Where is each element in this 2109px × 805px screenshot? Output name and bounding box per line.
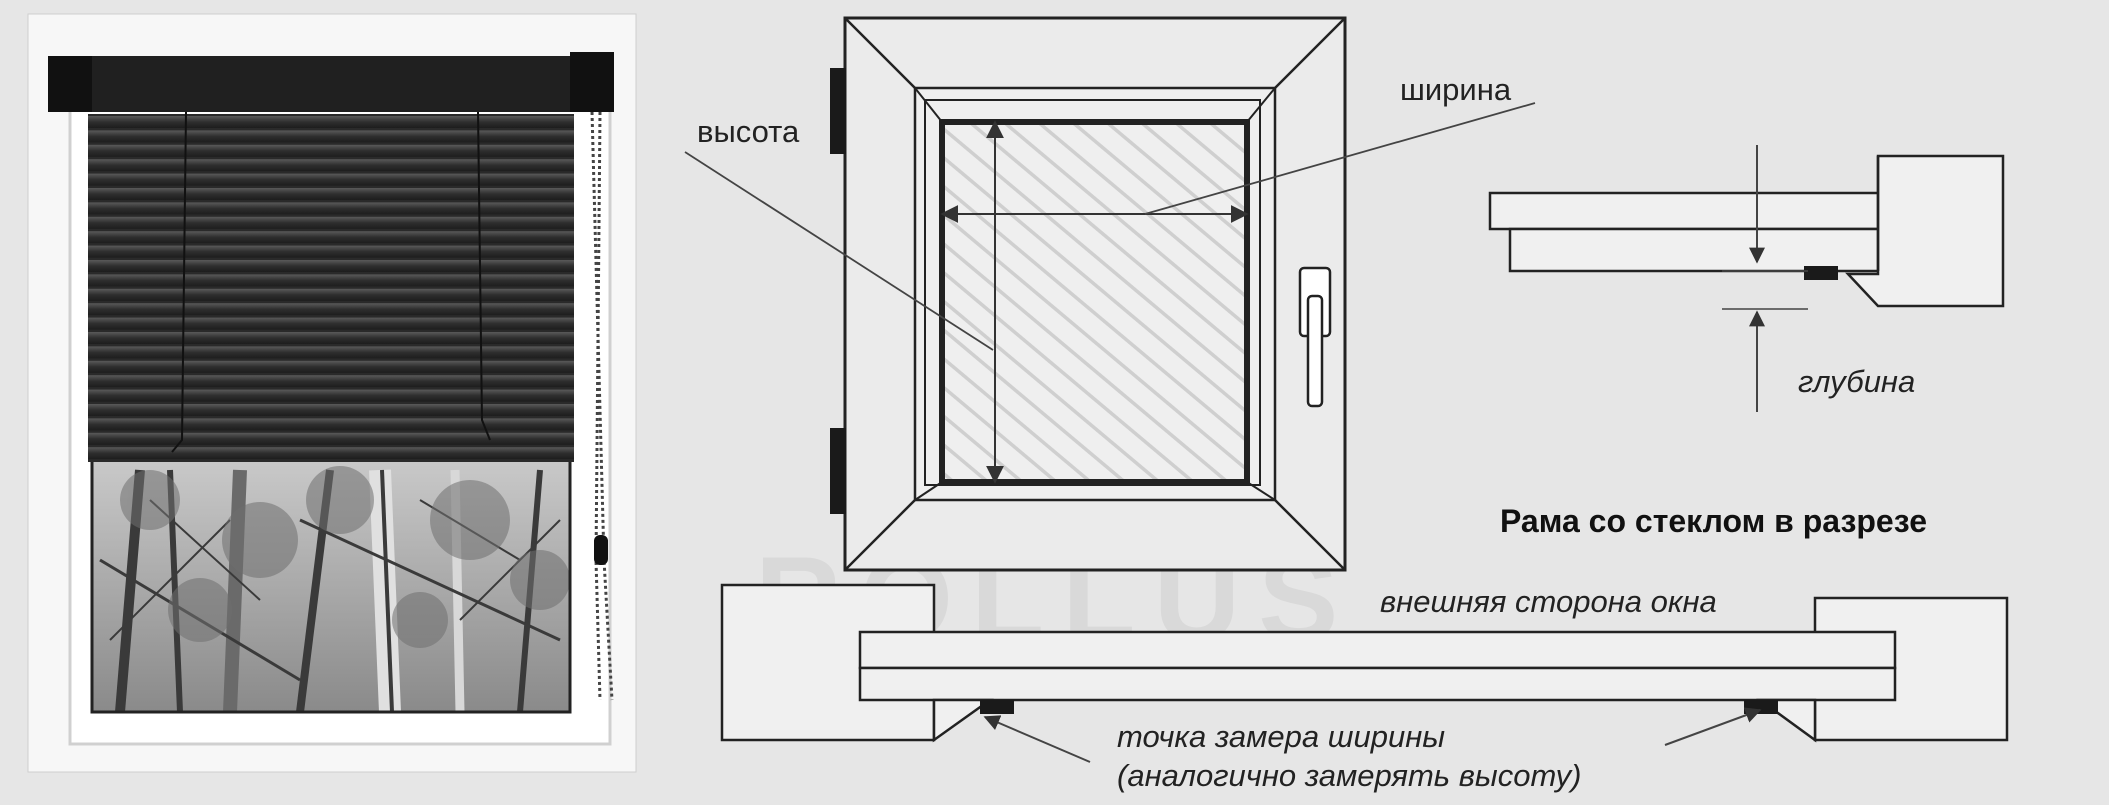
blind-slat <box>88 447 574 460</box>
blind-slat <box>88 317 574 330</box>
blind-slat <box>88 260 574 272</box>
section-title: Рама со стеклом в разрезе <box>1500 503 1927 539</box>
blind-slat <box>88 274 574 287</box>
blind-slat <box>88 188 574 200</box>
blind-slat <box>88 404 574 416</box>
blind-slat <box>88 159 574 172</box>
blind-slat <box>88 288 574 301</box>
blind-slat <box>88 303 574 316</box>
blind-slat <box>88 332 574 344</box>
measure-point-note: (аналогично замерять высоту) <box>1117 758 1581 793</box>
seal-left <box>980 700 1014 714</box>
frame-cross-section <box>720 583 2009 763</box>
outer-side-label: внешняя сторона окна <box>1380 584 1717 619</box>
hinge-top <box>830 68 846 154</box>
height-label: высота <box>697 114 800 149</box>
blind-slat <box>88 360 574 373</box>
seal-right <box>1744 700 1778 714</box>
measure-point-label: точка замера ширины <box>1117 719 1445 754</box>
blind-slat <box>88 432 574 445</box>
blind-slats <box>88 114 574 462</box>
blind-slat <box>88 418 574 431</box>
depth-section-detail <box>1488 145 2005 412</box>
blind-slat <box>88 231 574 244</box>
blind-slat <box>88 375 574 388</box>
width-label: ширина <box>1400 72 1512 107</box>
blind-slat <box>88 202 574 215</box>
bead-chain[interactable] <box>590 111 614 701</box>
window-front-view <box>684 16 1536 572</box>
hinge-bottom <box>830 428 846 514</box>
blind-slat <box>88 245 574 258</box>
blind-slat <box>88 346 574 359</box>
seal-depth <box>1804 266 1838 280</box>
depth-label: глубина <box>1798 364 1915 399</box>
window-glass <box>939 119 1250 485</box>
blind-slat <box>88 216 574 229</box>
blind-headrail <box>48 56 614 112</box>
blind-slat <box>88 173 574 186</box>
blind-slat <box>88 130 574 143</box>
blind-slat <box>88 389 574 402</box>
window-handle-icon <box>1298 266 1332 408</box>
roller-blind-photo <box>27 13 637 773</box>
blind-slat <box>88 116 574 128</box>
blind-slat <box>88 144 574 157</box>
